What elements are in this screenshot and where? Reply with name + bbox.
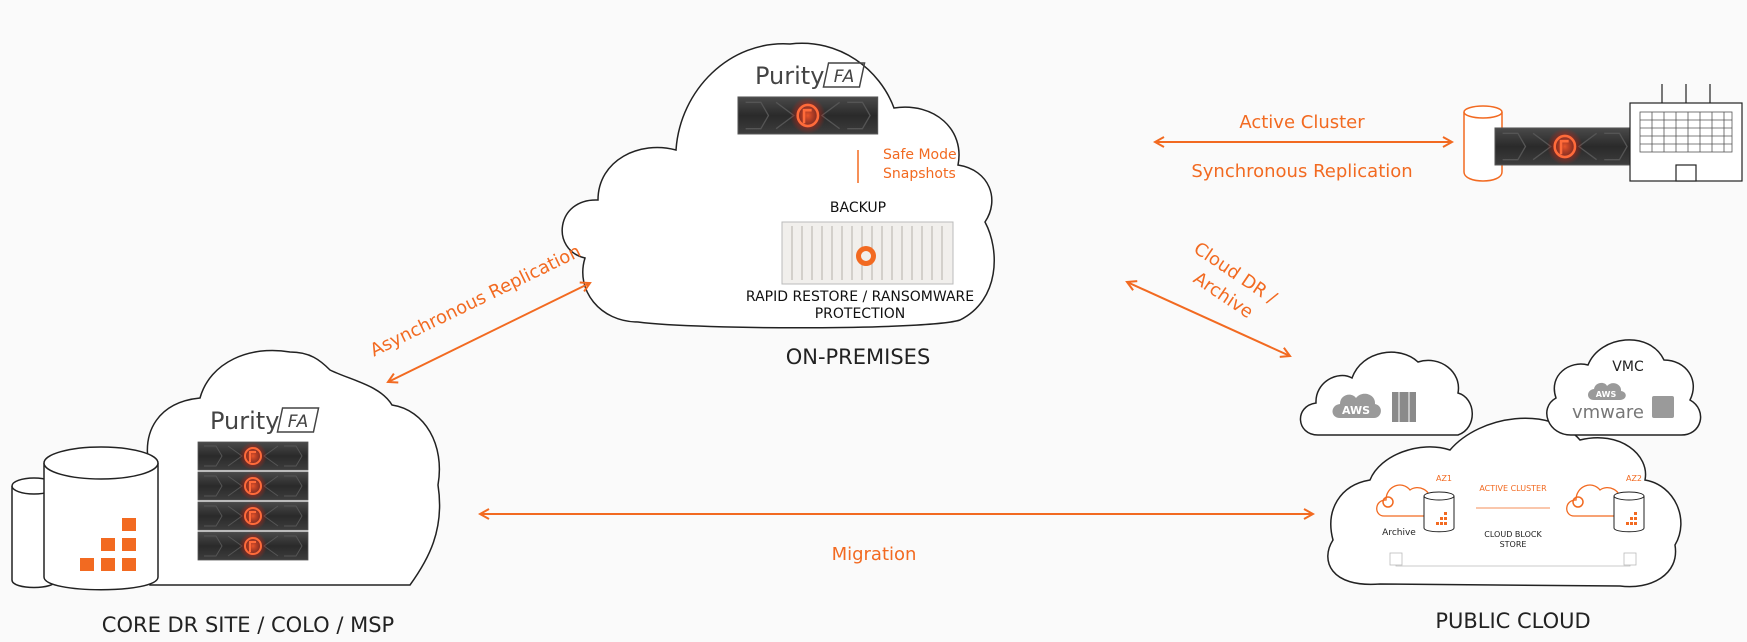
- rapid-restore-label-line1: RAPID RESTORE / RANSOMWARE: [746, 289, 974, 305]
- az1-label: AZ1: [1436, 474, 1452, 483]
- vmc-label: VMC: [1612, 359, 1644, 375]
- archive-bucket-right-icon: [1623, 552, 1637, 566]
- rapid-restore-label-line2: PROTECTION: [815, 306, 906, 322]
- on-premises-fa-badge-frame: [822, 62, 866, 88]
- vmware-product-icon: [1652, 396, 1674, 418]
- safe-mode-label-line2: Snapshots: [883, 166, 956, 182]
- public-cloud-outline: [1327, 417, 1682, 588]
- archive-label: Archive: [1382, 528, 1416, 538]
- migration-label: Migration: [832, 544, 917, 565]
- backup-label: BACKUP: [830, 200, 886, 216]
- vmware-logo: vmware: [1572, 402, 1644, 423]
- az1-storage-icon: [1423, 491, 1455, 533]
- az2-storage-icon: [1613, 491, 1645, 533]
- on-premises-purity-logo: Purity: [755, 62, 824, 90]
- on-premises-flasharray: [736, 95, 880, 136]
- on-premises-title: ON-PREMISES: [786, 345, 931, 369]
- active-cluster-label: Active Cluster: [1239, 112, 1365, 133]
- aws-storage-icon: [1392, 392, 1416, 422]
- svg-text:AWS: AWS: [1342, 404, 1370, 417]
- asynchronous-replication-arrow: [388, 283, 590, 382]
- cloud-block-store-label-line2: STORE: [1500, 540, 1527, 549]
- archive-bucket-left-icon: [1389, 552, 1403, 566]
- core-dr-fa-badge-frame: [276, 407, 320, 433]
- aws-logo-icon: AWS: [1332, 393, 1381, 418]
- flashblade-backup-appliance: [781, 221, 954, 285]
- on-premises-fa-badge: FA: [834, 67, 854, 87]
- synchronous-replication-label: Synchronous Replication: [1191, 161, 1412, 182]
- az2-label: AZ2: [1626, 474, 1642, 483]
- core-dr-purity-logo: Purity: [210, 407, 279, 435]
- datacenter-storage-icon: [1463, 105, 1503, 182]
- core-dr-fa-badge: FA: [288, 412, 308, 432]
- core-dr-storage-icon: [11, 446, 159, 591]
- core-dr-title: CORE DR SITE / COLO / MSP: [102, 613, 394, 637]
- vmc-aws-icon: AWS: [1588, 382, 1626, 400]
- active-cluster-small-label: ACTIVE CLUSTER: [1479, 484, 1547, 493]
- svg-text:AWS: AWS: [1596, 390, 1617, 399]
- cloud-dr-archive-arrow: [1127, 282, 1290, 356]
- datacenter-building-icon: [1629, 84, 1743, 182]
- cloud-block-store-label-line1: CLOUD BLOCK: [1484, 530, 1542, 539]
- safe-mode-label-line1: Safe Mode: [883, 147, 957, 163]
- public-cloud-title: PUBLIC CLOUD: [1435, 609, 1590, 633]
- datacenter-flasharray: [1493, 126, 1637, 167]
- aws-cloud-outline: [1299, 351, 1473, 436]
